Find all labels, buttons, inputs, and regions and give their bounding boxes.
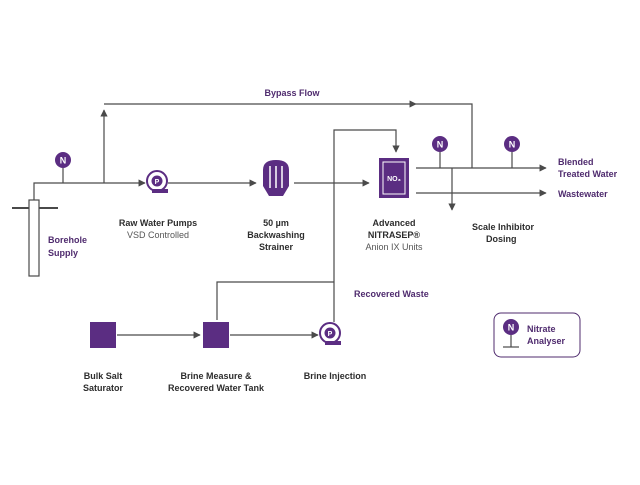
- nitrate-analyser-icon: N: [503, 319, 519, 348]
- nitrate-analyser-icon: N: [432, 136, 448, 152]
- legend-label-2: Analyser: [527, 336, 566, 346]
- pipes: [33, 100, 547, 339]
- borehole-label-1: Borehole: [48, 235, 87, 245]
- legend-symbol: N: [508, 323, 515, 333]
- pump-icon: P: [319, 322, 341, 345]
- pump-icon: P: [146, 170, 168, 193]
- borehole-casing: [28, 199, 40, 277]
- scale-label-1: Scale Inhibitor: [472, 222, 535, 232]
- strainer-label-2: Backwashing: [247, 230, 305, 240]
- legend-label-1: Nitrate: [527, 324, 556, 334]
- salt-label-1: Bulk Salt: [84, 371, 123, 381]
- brine-injection-label: Brine Injection: [304, 371, 367, 381]
- blended-label-2: Treated Water: [558, 169, 618, 179]
- nitrate-analyser-icon: N: [55, 152, 71, 168]
- analyser-2-symbol: N: [437, 140, 444, 150]
- wastewater-label: Wastewater: [558, 189, 608, 199]
- borehole-label-2: Supply: [48, 248, 78, 258]
- pipe-bypass-continue: [416, 103, 473, 168]
- pipe-ix-return: [333, 129, 400, 282]
- recovered-waste-label: Recovered Waste: [354, 289, 429, 299]
- analyser-3-symbol: N: [509, 140, 516, 150]
- legend: N Nitrate Analyser: [493, 312, 581, 358]
- brine-pump-symbol: P: [328, 331, 333, 338]
- pumps-label-1: Raw Water Pumps: [119, 218, 197, 228]
- ix-symbol: NO₃: [387, 176, 401, 183]
- salt-label-2: Saturator: [83, 383, 124, 393]
- nitrate-analyser-icon: N: [504, 136, 520, 152]
- analyser-1-symbol: N: [60, 156, 67, 166]
- brine-tank-label-2: Recovered Water Tank: [168, 383, 265, 393]
- ix-label-1: Advanced: [372, 218, 415, 228]
- pipe-recovered-waste: [216, 281, 334, 320]
- brine-tank-label-1: Brine Measure &: [180, 371, 252, 381]
- pump-symbol: P: [155, 179, 160, 186]
- ix-label-2: NITRASEP®: [368, 230, 421, 240]
- tank-icon: [90, 322, 116, 348]
- strainer-icon: [263, 160, 289, 196]
- ix-unit-icon: NO₃: [379, 158, 409, 198]
- ix-label-3: Anion IX Units: [365, 242, 423, 252]
- strainer-label-3: Strainer: [259, 242, 294, 252]
- strainer-label-1: 50 µm: [263, 218, 289, 228]
- tank-icon: [203, 322, 229, 348]
- scale-label-2: Dosing: [486, 234, 517, 244]
- borehole: [12, 199, 58, 277]
- pumps-label-2: VSD Controlled: [127, 230, 189, 240]
- pipe-borehole-riser: [33, 182, 104, 200]
- blended-label-1: Blended: [558, 157, 594, 167]
- bypass-flow-label: Bypass Flow: [264, 88, 320, 98]
